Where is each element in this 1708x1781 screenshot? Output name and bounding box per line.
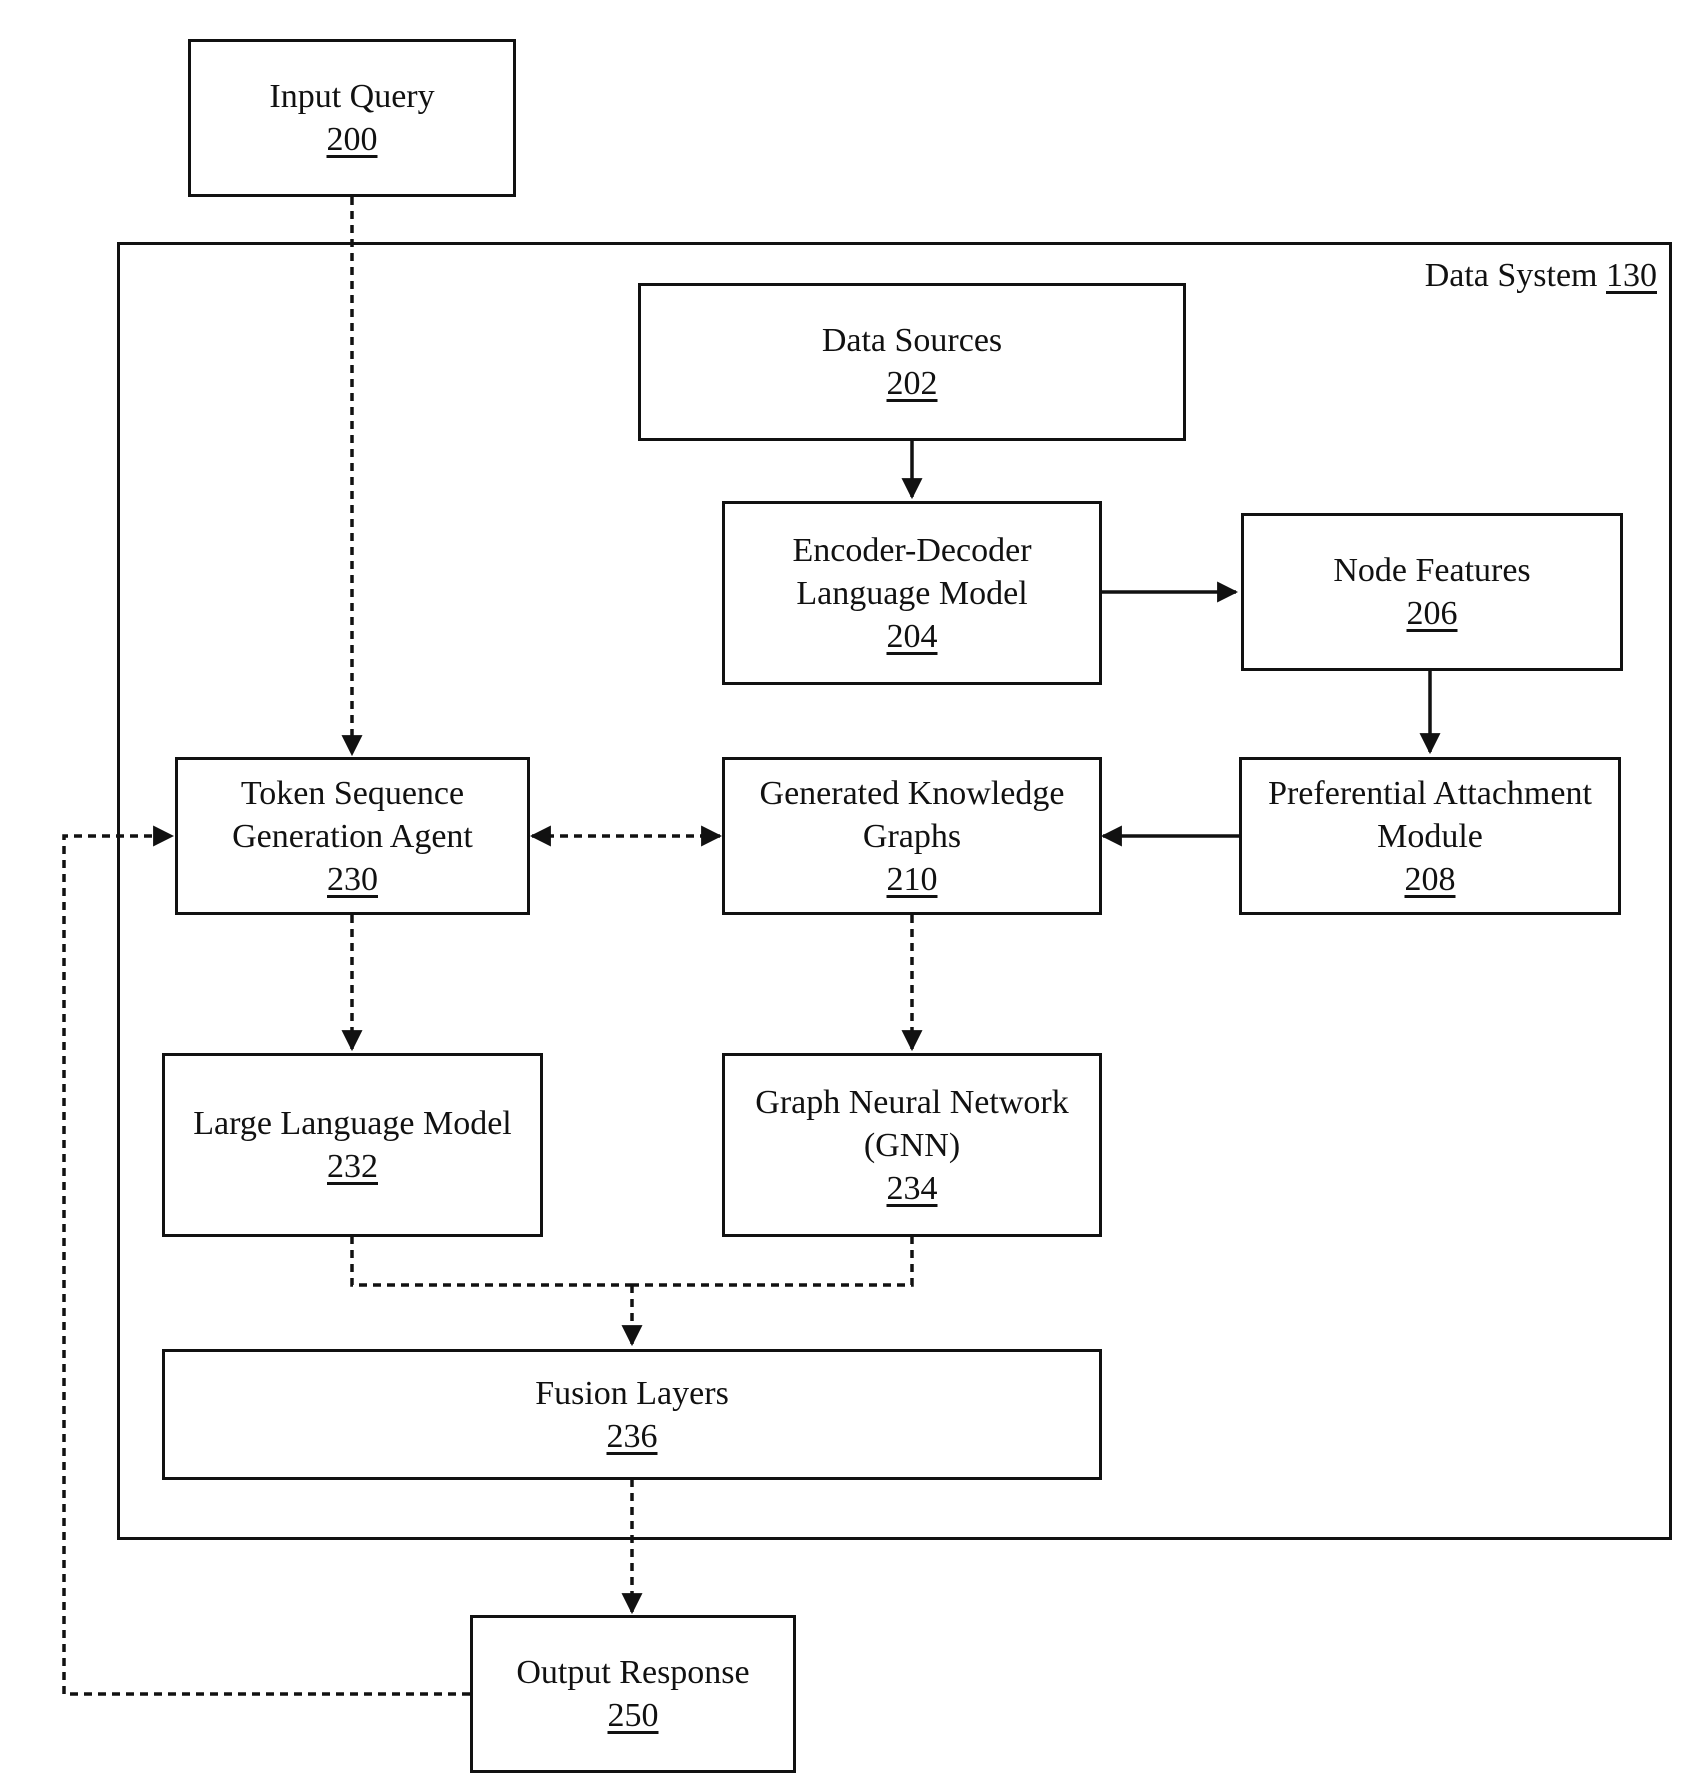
node-number: 208: [1405, 858, 1456, 901]
data-system-label: Data System 130: [1425, 257, 1657, 295]
node-number: 202: [887, 362, 938, 405]
node-number: 232: [327, 1145, 378, 1188]
node-label: Module: [1377, 815, 1483, 858]
fusion-layers-box: Fusion Layers 236: [162, 1349, 1102, 1480]
node-label: Fusion Layers: [535, 1372, 729, 1415]
node-number: 236: [607, 1415, 658, 1458]
node-label: Graphs: [863, 815, 961, 858]
data-system-title: Data System: [1425, 257, 1598, 294]
input-query-box: Input Query 200: [188, 39, 516, 197]
node-label: Large Language Model: [193, 1102, 511, 1145]
node-label: Graph Neural Network: [755, 1081, 1068, 1124]
node-number: 206: [1407, 592, 1458, 635]
node-label: Language Model: [796, 572, 1027, 615]
node-number: 230: [327, 858, 378, 901]
token-agent-box: Token Sequence Generation Agent 230: [175, 757, 530, 915]
node-label: Generation Agent: [232, 815, 473, 858]
node-label: Preferential Attachment: [1268, 772, 1592, 815]
node-label: Encoder-Decoder: [792, 529, 1031, 572]
node-label: Input Query: [269, 75, 434, 118]
gnn-box: Graph Neural Network (GNN) 234: [722, 1053, 1102, 1237]
output-response-box: Output Response 250: [470, 1615, 796, 1773]
llm-box: Large Language Model 232: [162, 1053, 543, 1237]
node-label: Token Sequence: [241, 772, 464, 815]
node-number: 250: [608, 1694, 659, 1737]
node-number: 200: [327, 118, 378, 161]
node-number: 210: [887, 858, 938, 901]
node-label: Output Response: [516, 1651, 749, 1694]
data-sources-box: Data Sources 202: [638, 283, 1186, 441]
node-label: Data Sources: [822, 319, 1002, 362]
knowledge-graphs-box: Generated Knowledge Graphs 210: [722, 757, 1102, 915]
node-number: 234: [887, 1167, 938, 1210]
encoder-decoder-box: Encoder-Decoder Language Model 204: [722, 501, 1102, 685]
node-label: Node Features: [1333, 549, 1530, 592]
preferential-attachment-box: Preferential Attachment Module 208: [1239, 757, 1621, 915]
node-features-box: Node Features 206: [1241, 513, 1623, 671]
node-number: 204: [887, 615, 938, 658]
data-system-number: 130: [1606, 257, 1657, 294]
node-label: (GNN): [864, 1124, 960, 1167]
node-label: Generated Knowledge: [760, 772, 1065, 815]
